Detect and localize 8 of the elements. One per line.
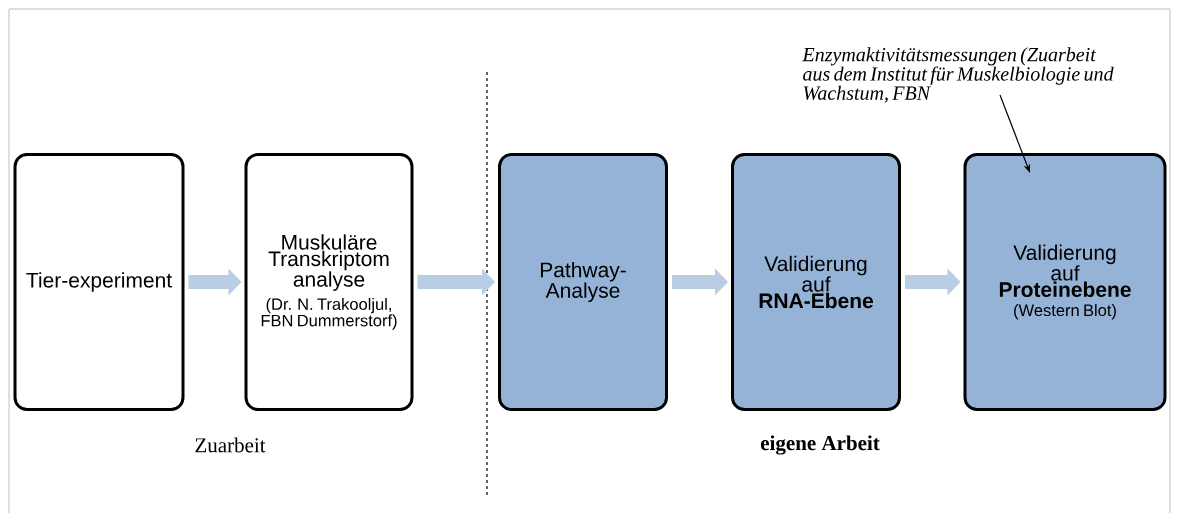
process-box: Pathway-Analyse xyxy=(498,153,668,411)
section-label: eigene Arbeit xyxy=(760,435,880,455)
process-box: Tier-experiment xyxy=(13,153,185,411)
process-box: Validierung auf RNA-Ebene xyxy=(731,153,901,411)
process-box: Validierung auf Proteinebene (Western Blot) xyxy=(963,153,1167,411)
process-box: Muskuläre Transkriptom analyse (Dr. N. Trakooljul, FBN Dummerstorf) xyxy=(244,153,414,411)
section-label: Zuarbeit xyxy=(195,437,266,453)
annotation-text: Enzymaktivitätsmessungen (Zuarbeit aus dem Institut für Muskelbiologie und Wachstum, FBN xyxy=(802,47,1114,103)
